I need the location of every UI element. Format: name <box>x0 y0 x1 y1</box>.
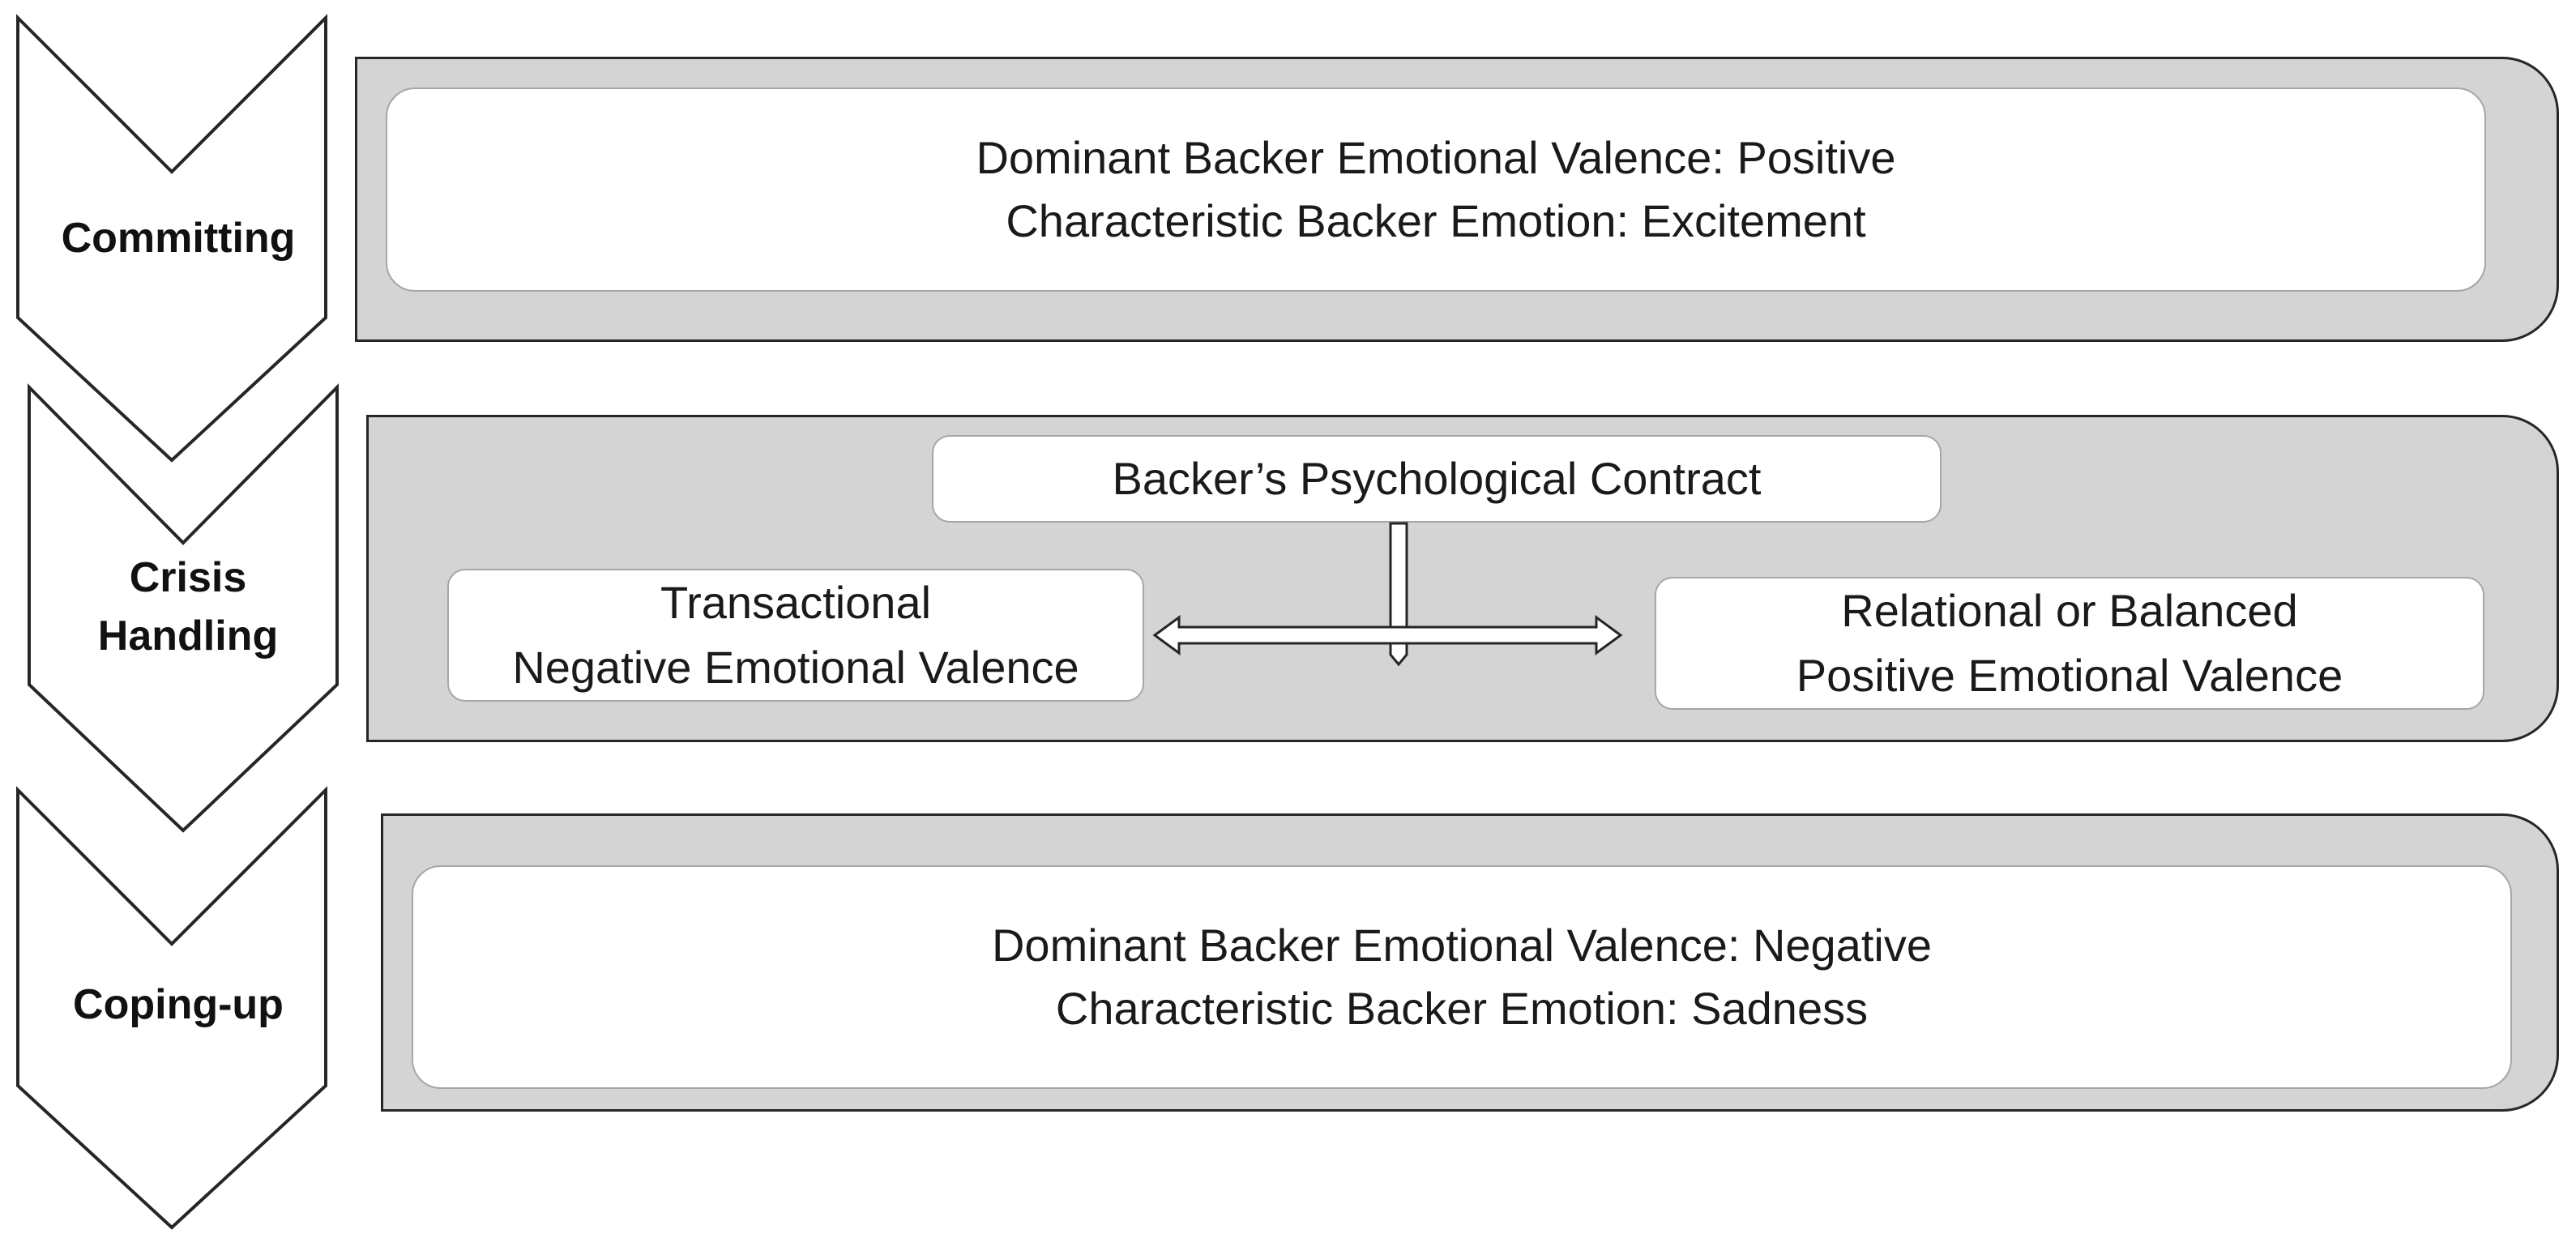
stage-label-committing: Committing <box>61 215 296 262</box>
coping-emotion-text: Characteristic Backer Emotion: Sadness <box>1055 983 1869 1034</box>
coping-box: Dominant Backer Emotional Valence: Negat… <box>412 865 2512 1089</box>
stage-label-coping-up: Coping-up <box>73 981 284 1028</box>
relational-balanced-box: Relational or Balanced Positive Emotiona… <box>1655 577 2484 710</box>
stage-label-crisis-handling: Crisis Handling <box>97 554 279 660</box>
stage-chevron-crisis-handling <box>28 383 339 833</box>
committing-valence-text: Dominant Backer Emotional Valence: Posit… <box>976 132 1896 183</box>
committing-box: Dominant Backer Emotional Valence: Posit… <box>386 88 2486 292</box>
positive-valence-text: Positive Emotional Valence <box>1796 650 2343 701</box>
negative-valence-text: Negative Emotional Valence <box>512 642 1079 693</box>
transactional-text: Transactional <box>660 577 932 628</box>
psychological-contract-box: Backer’s Psychological Contract <box>932 435 1942 523</box>
committing-emotion-text: Characteristic Backer Emotion: Excitemen… <box>1006 195 1866 246</box>
stage-chevron-committing <box>16 14 327 463</box>
psychological-contract-text: Backer’s Psychological Contract <box>1112 453 1762 504</box>
relational-balanced-text: Relational or Balanced <box>1841 585 2298 636</box>
transactional-box: Transactional Negative Emotional Valence <box>447 569 1144 702</box>
coping-valence-text: Dominant Backer Emotional Valence: Negat… <box>991 920 1932 971</box>
stage-chevron-coping-up <box>16 786 327 1230</box>
double-headed-arrow <box>1152 615 1623 655</box>
